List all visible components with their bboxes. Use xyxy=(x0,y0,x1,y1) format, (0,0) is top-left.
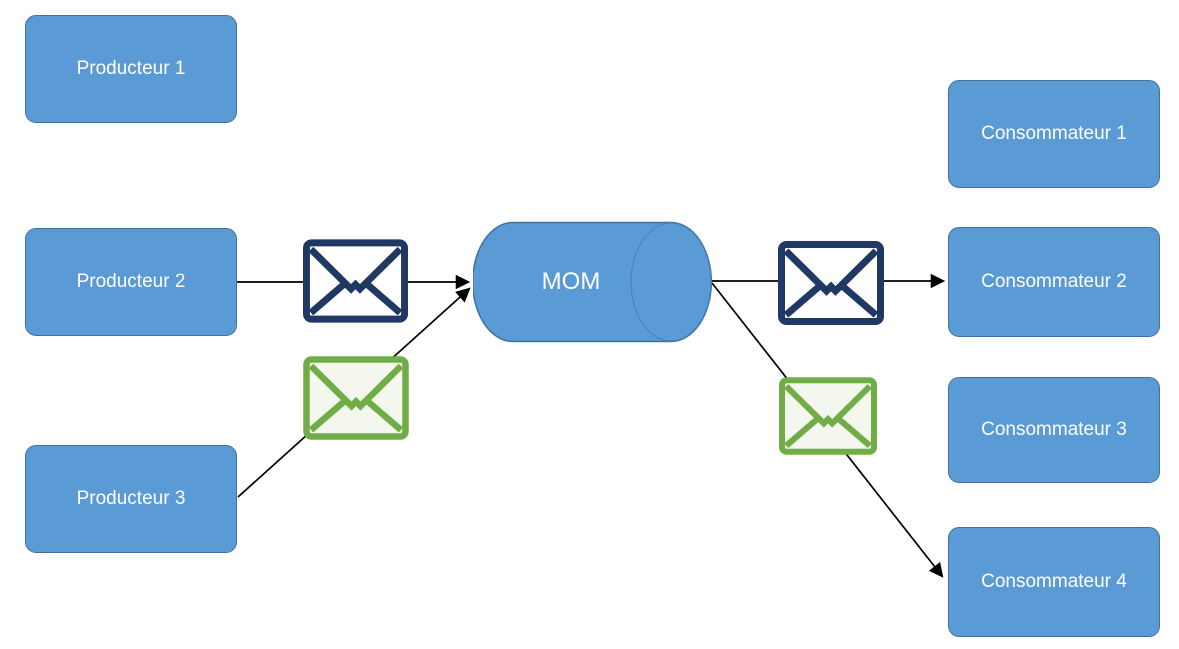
envelope-icon xyxy=(778,241,884,325)
node-consommateur-4: Consommateur 4 xyxy=(948,527,1160,637)
node-producteur-2: Producteur 2 xyxy=(25,228,237,336)
node-label: Producteur 2 xyxy=(76,271,186,292)
node-label: Consommateur 4 xyxy=(981,571,1127,592)
node-consommateur-3: Consommateur 3 xyxy=(948,377,1160,483)
envelope-icon xyxy=(303,356,409,440)
envelope-icon xyxy=(303,239,408,323)
mom-cylinder-shape xyxy=(473,221,713,343)
node-label: Producteur 1 xyxy=(76,58,186,79)
node-mom: MOM xyxy=(473,221,669,343)
node-consommateur-1: Consommateur 1 xyxy=(948,80,1160,188)
node-label: Consommateur 3 xyxy=(981,419,1127,440)
node-label: Producteur 3 xyxy=(76,488,186,509)
node-label: Consommateur 1 xyxy=(981,123,1127,144)
node-producteur-3: Producteur 3 xyxy=(25,445,237,553)
node-label: MOM xyxy=(541,268,601,295)
node-producteur-1: Producteur 1 xyxy=(25,15,237,123)
node-label: Consommateur 2 xyxy=(981,271,1127,292)
node-consommateur-2: Consommateur 2 xyxy=(948,227,1160,337)
envelope-icon xyxy=(779,377,877,455)
